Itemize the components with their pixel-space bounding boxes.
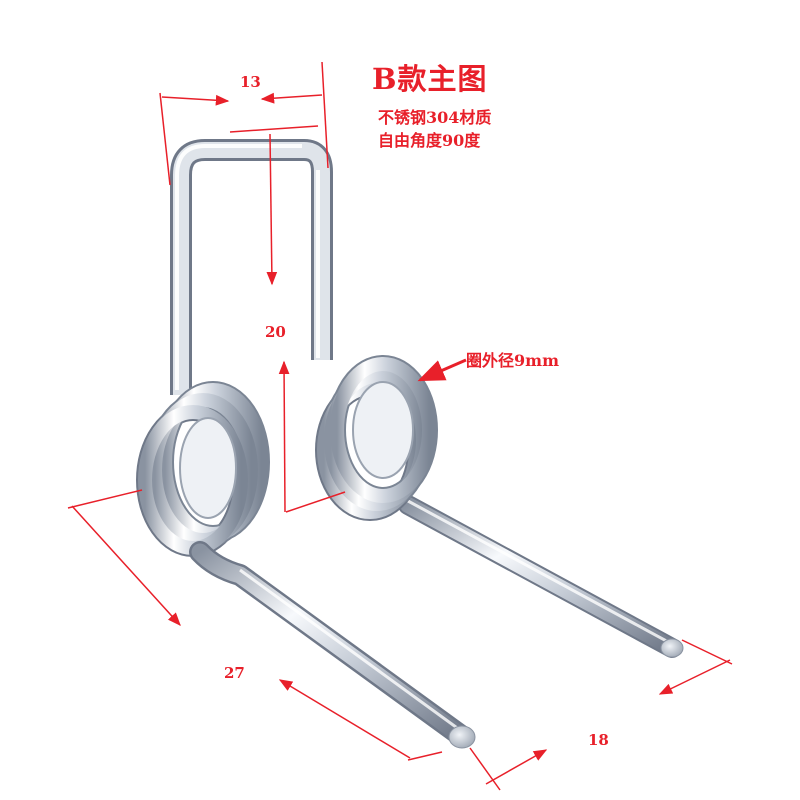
right-coil [315, 355, 438, 521]
top-width-label: 13 [240, 73, 261, 91]
u-frame [170, 139, 333, 395]
free-angle-spec-text: 自由角度90度 [378, 131, 481, 150]
coil-spacing-label: 18 [588, 731, 609, 749]
left-leg-arm [189, 541, 476, 749]
dimension-lines [67, 61, 733, 791]
coil-diameter-label: 圈外径9mm [466, 351, 559, 370]
arm-length-label: 27 [224, 664, 245, 682]
left-coil [136, 381, 270, 557]
right-leg-arm [398, 495, 684, 658]
title-text: B款主图 [372, 62, 488, 96]
leg-height-label: 20 [265, 323, 286, 341]
material-spec-text: 不锈钢304材质 [378, 108, 492, 127]
